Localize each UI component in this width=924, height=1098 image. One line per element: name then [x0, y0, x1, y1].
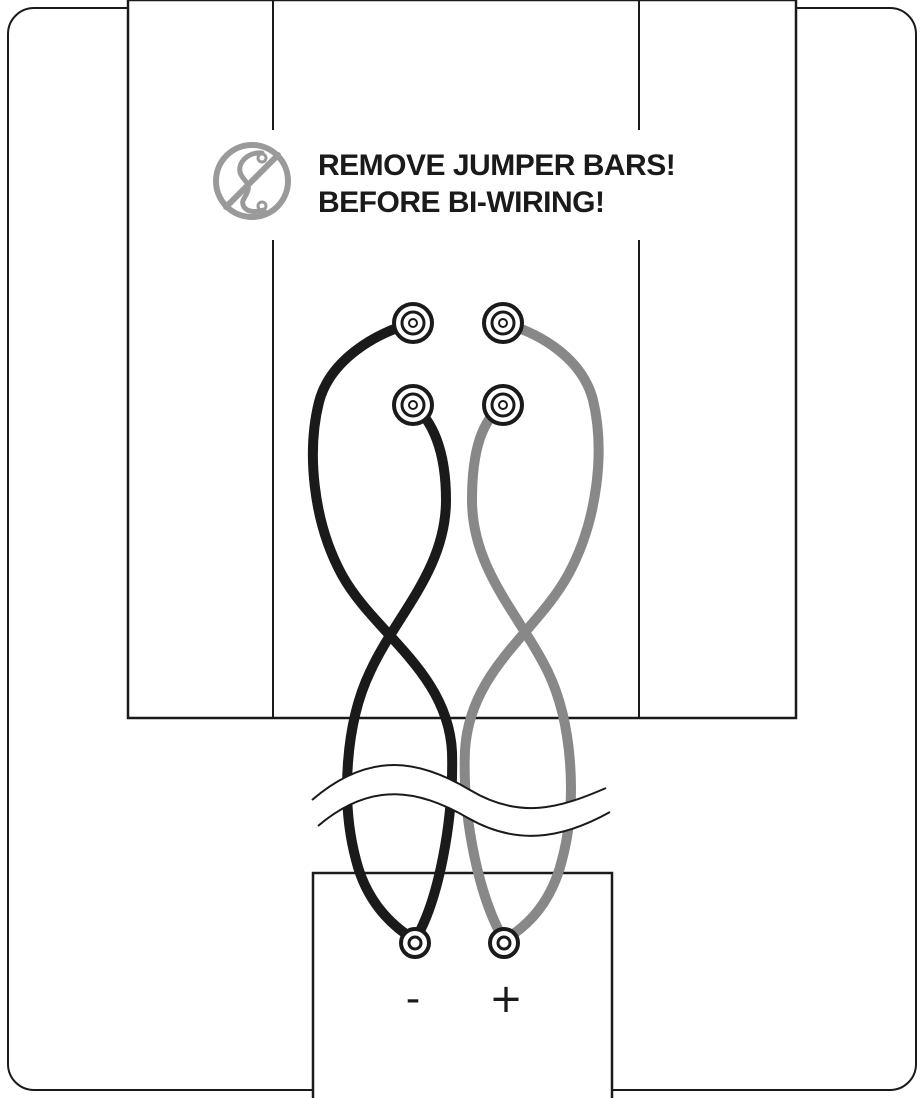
amplifier-terminal-negative: [399, 927, 431, 959]
cable-break-symbol: [311, 764, 611, 837]
speaker-terminal-positive-upper: [482, 302, 524, 344]
warning-line-2: BEFORE BI-WIRING!: [318, 186, 604, 219]
negative-polarity-label: -: [406, 976, 420, 1022]
positive-wires: [459, 318, 604, 945]
speaker-cabinet: [126, 0, 798, 720]
positive-polarity-label: +: [489, 976, 523, 1022]
no-jumper-bars-icon: [213, 142, 291, 220]
speaker-terminal-negative-upper: [392, 302, 434, 344]
negative-wire-lower: [342, 400, 452, 945]
speaker-terminal-positive-lower: [482, 384, 524, 426]
speaker-terminal-negative-lower: [392, 384, 434, 426]
positive-wire-lower: [466, 400, 576, 945]
negative-wires: [308, 318, 458, 945]
warning-line-1: REMOVE JUMPER BARS!: [318, 149, 675, 182]
negative-wire-upper: [308, 318, 458, 945]
positive-wire-upper: [459, 318, 604, 945]
amplifier-box: [311, 871, 614, 1098]
amplifier-terminal-positive: [488, 927, 520, 959]
